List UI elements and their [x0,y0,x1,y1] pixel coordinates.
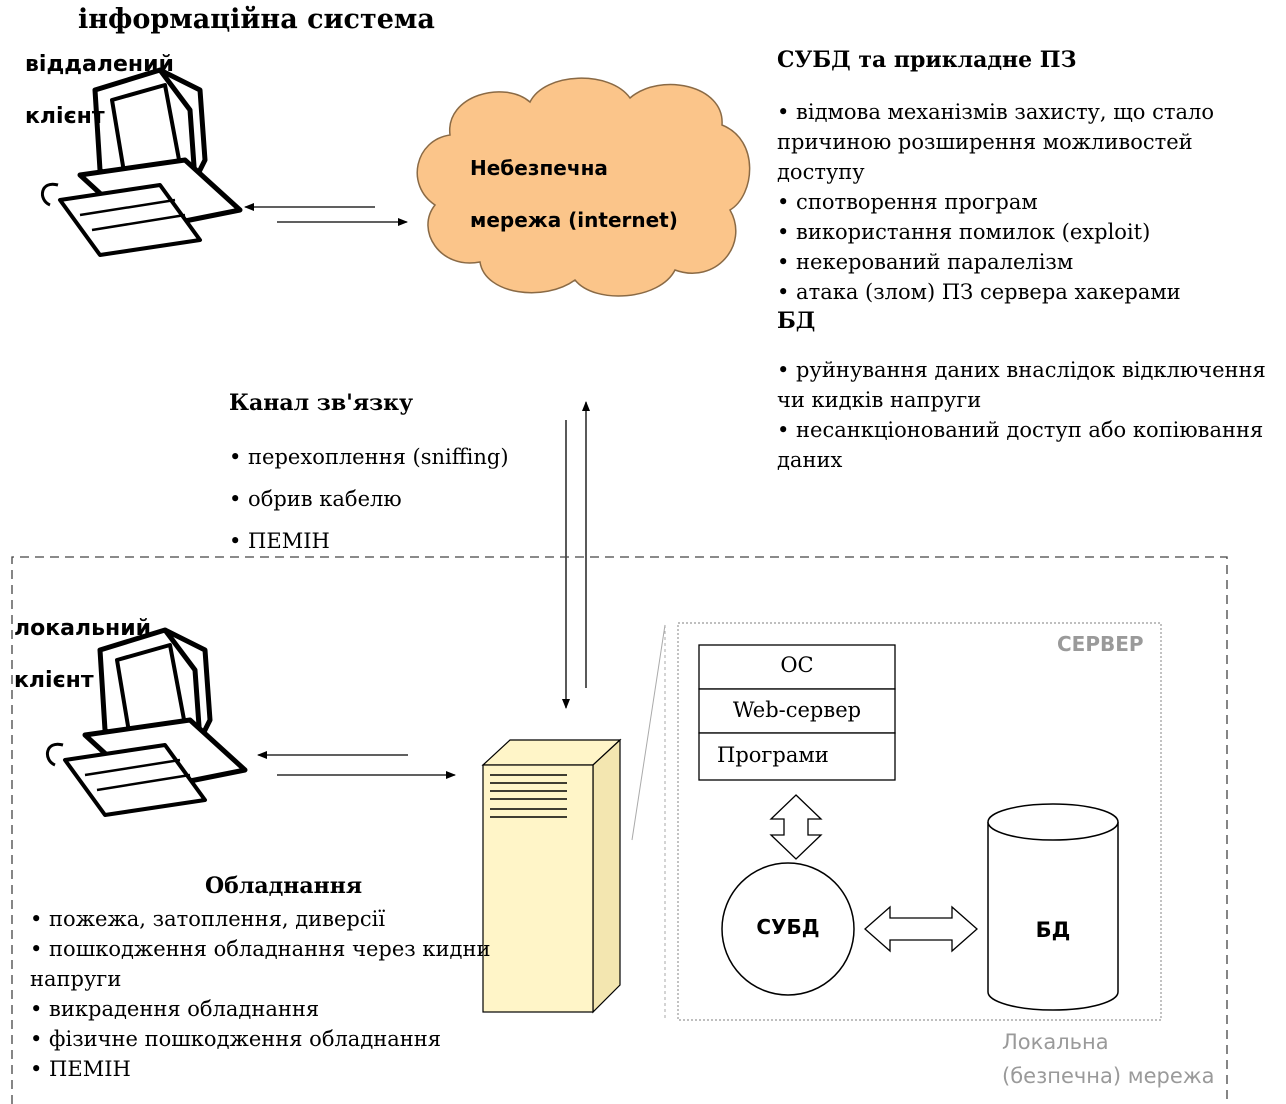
hardware-threat-item: • викрадення обладнання [30,997,320,1021]
channel-heading: Канал зв'язку [229,390,414,416]
channel-threat-list: • перехоплення (sniffing) • обрив кабелю… [229,436,509,562]
channel-arrows [562,401,590,709]
stack-web-server-label: Web-сервер [732,698,862,722]
db-label: БД [1035,918,1071,942]
db-threat-item: • несанкціонований доступ або копіювання [777,418,1264,442]
db-threat-item: даних [777,448,843,472]
remote-connection-arrows [244,203,408,226]
hardware-threat-list: • пожежа, затоплення, диверсії • пошкодж… [30,904,490,1084]
remote-client-label-line1: віддалений [25,52,174,77]
dbms-label: СУБД [756,915,820,939]
page-title: інформаційна система [78,4,435,35]
channel-threat-item: • перехоплення (sniffing) [229,445,509,469]
local-network-boundary [11,556,1228,1104]
dbms-app-threat-item: • некерований паралелізм [777,250,1074,274]
dbms-app-heading: СУБД та прикладне ПЗ [777,47,1077,73]
server-label: СЕРВЕР [1057,632,1144,656]
hardware-threat-item: • ПЕМІН [30,1057,131,1081]
network-cloud [416,77,751,297]
network-label-line1: Небезпечна [470,156,608,180]
local-client-computer-icon [46,627,248,817]
local-client-label-line1: локальний [14,616,152,641]
hardware-threat-item: • пожежа, затоплення, диверсії [30,907,386,931]
dbms-app-threat-item: • спотворення програм [777,190,1038,214]
local-network-label-line2: (безпечна) мережа [1002,1064,1215,1088]
remote-client-computer-icon [41,67,243,257]
dbms-circle [721,862,855,996]
stack-programs-label: Програми [717,743,829,767]
server-tower-icon [481,738,622,1014]
local-client-label-line2: клієнт [14,668,94,693]
network-label-line2: мережа (internet) [470,208,678,232]
dbms-app-threat-item: • відмова механізмів захисту, що стало [777,100,1214,124]
stack-dbms-double-arrow [769,794,823,860]
channel-threat-item: • ПЕМІН [229,529,330,553]
remote-client-label-line2: клієнт [25,104,105,129]
hardware-threat-item: • фізичне пошкодження обладнання [30,1027,442,1051]
stack-os-label: ОС [780,653,814,677]
channel-threat-item: • обрив кабелю [229,487,402,511]
local-connection-arrows [257,751,456,779]
dbms-app-threat-item: доступу [777,160,865,184]
server-stack [698,644,896,781]
dbms-app-threat-item: • використання помилок (exploit) [777,220,1151,244]
db-threat-item: • руйнування даних внаслідок відключення [777,358,1266,382]
dbms-app-threat-list: • відмова механізмів захисту, що стало п… [777,97,1214,307]
hardware-threat-item: напруги [30,967,122,991]
local-network-label-line1: Локальна [1002,1030,1109,1054]
db-threat-list: • руйнування даних внаслідок відключення… [777,355,1266,475]
database-cylinder-icon [987,803,1119,1011]
dbms-app-threat-item: причиною розширення можливостей [777,130,1193,154]
db-threat-item: чи кидків напруги [777,388,982,412]
zoom-callout-lines [631,624,666,1020]
dbms-db-double-arrow [864,905,978,953]
hardware-threat-item: • пошкодження обладнання через кидни [30,937,491,961]
dbms-app-threat-item: • атака (злом) ПЗ сервера хакерами [777,280,1181,304]
hardware-heading: Обладнання [205,873,363,899]
db-heading: БД [777,308,816,334]
